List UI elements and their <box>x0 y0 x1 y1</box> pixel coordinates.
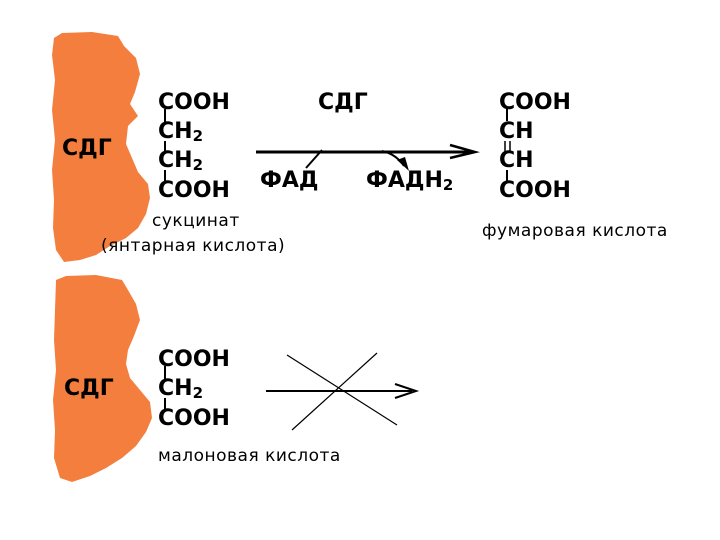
fadh2-branch-arrowhead <box>397 157 409 171</box>
succinate-group-2: CH2 <box>158 119 203 146</box>
enzyme-label-top: СДГ <box>62 136 112 161</box>
enzyme-blob-top <box>52 32 150 262</box>
malonate-group-2: CH2 <box>158 376 203 403</box>
cofactor-fad: ФАД <box>260 168 319 193</box>
blocked-cross-line-1 <box>286 354 398 426</box>
enzyme-blob-bottom <box>53 275 152 482</box>
malonate-group-1: COOH <box>158 347 230 372</box>
malonate-group-3: COOH <box>158 406 230 431</box>
succinate-group-1: COOH <box>158 90 230 115</box>
fumarate-name: фумаровая кислота <box>482 221 668 241</box>
reaction-arrow-top-head <box>449 143 480 160</box>
blocked-arrow-head <box>394 383 420 399</box>
arrow-enzyme-label: СДГ <box>318 90 368 115</box>
succinate-alt-name: (янтарная кислота) <box>101 236 286 256</box>
blocked-cross-line-2 <box>291 352 378 431</box>
succinate-group-4: COOH <box>158 178 230 203</box>
enzyme-label-bottom: СДГ <box>64 376 114 401</box>
fumarate-group-3: CH <box>499 148 534 173</box>
fumarate-group-4: COOH <box>499 178 571 203</box>
succinate-name: сукцинат <box>152 211 240 231</box>
malonate-name: малоновая кислота <box>158 446 341 466</box>
cofactor-fadh2: ФАДН2 <box>366 168 454 195</box>
fumarate-group-2: CH <box>499 119 534 144</box>
fad-branch-line <box>305 149 323 169</box>
fumarate-group-1: COOH <box>499 90 571 115</box>
succinate-group-3: CH2 <box>158 148 203 175</box>
